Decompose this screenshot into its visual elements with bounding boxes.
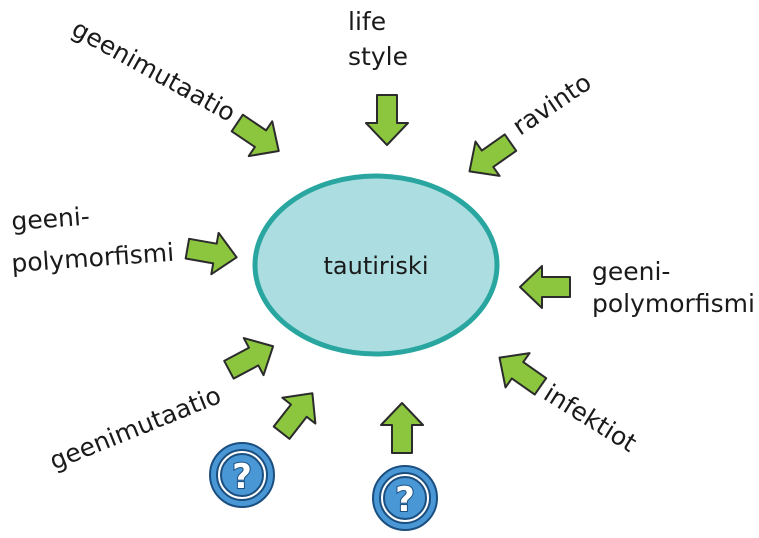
label-geeni-left: geeni- bbox=[10, 202, 90, 236]
label-polymorfismi-right: polymorfismi bbox=[592, 289, 755, 318]
arrow-icon-bottom-left bbox=[218, 326, 284, 390]
label-geenipolymorfismi-right: geeni- polymorfismi bbox=[592, 257, 755, 318]
center-label: tautiriski bbox=[323, 252, 428, 280]
question-badge-icon-right: ? bbox=[372, 465, 438, 531]
arrow-icon-bottom-center-left bbox=[264, 379, 330, 447]
label-geeni-right: geeni- bbox=[592, 257, 670, 286]
label-style: style bbox=[348, 42, 408, 71]
arrow-icon-left bbox=[182, 226, 242, 280]
label-geenimutaatio-top-left: geenimutaatio bbox=[67, 14, 240, 128]
arrow-icon-bottom-center-right bbox=[380, 402, 424, 454]
question-mark-right: ? bbox=[395, 480, 415, 520]
arrow-icon-bottom-right bbox=[486, 339, 554, 405]
arrow-icon-top-right bbox=[456, 124, 524, 190]
question-badge-icon-left: ? bbox=[209, 442, 275, 508]
center-ellipse bbox=[252, 173, 500, 357]
label-life: life bbox=[348, 7, 386, 36]
question-badge-core bbox=[383, 476, 427, 520]
arrow-icon-top-left bbox=[224, 104, 292, 170]
label-ravinto: ravinto bbox=[507, 68, 596, 141]
label-polymorfismi-left: polymorfismi bbox=[10, 238, 175, 278]
center-node: tautiriski bbox=[252, 173, 500, 357]
label-life-style: life style bbox=[348, 7, 408, 71]
question-mark-left: ? bbox=[232, 457, 252, 497]
arrow-icon-top bbox=[365, 94, 409, 146]
label-geenipolymorfismi-left: geeni- polymorfismi bbox=[10, 202, 175, 278]
label-geenimutaatio-bottom-left: geenimutaatio bbox=[45, 380, 225, 475]
arrow-icon-right bbox=[519, 265, 571, 309]
question-badge-core bbox=[220, 453, 264, 497]
label-infektiot: infektiot bbox=[539, 378, 642, 457]
